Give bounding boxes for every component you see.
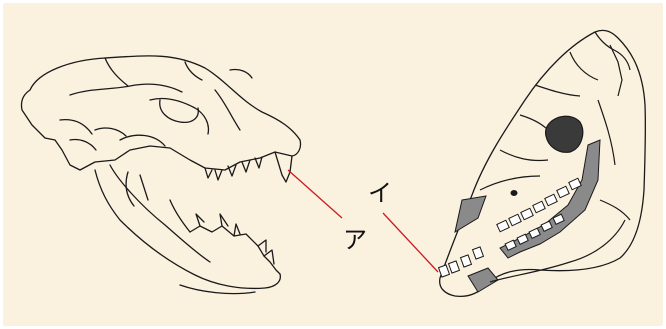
label-i: イ bbox=[368, 181, 392, 205]
herbivore-skull bbox=[439, 30, 646, 296]
leader-line-a bbox=[288, 170, 342, 218]
leader-line-i bbox=[383, 213, 438, 272]
carnivore-skull bbox=[21, 56, 300, 294]
label-a: ア bbox=[343, 228, 367, 252]
